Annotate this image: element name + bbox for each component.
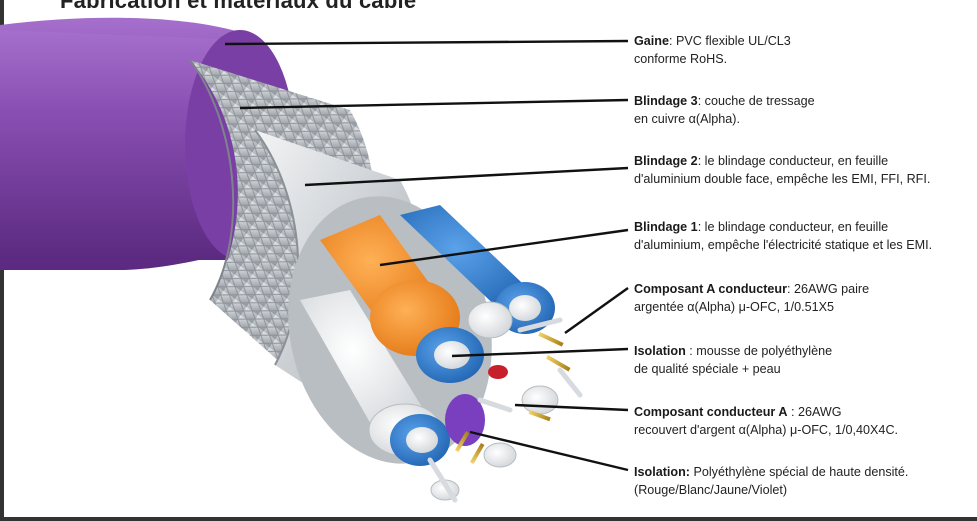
leader-gaine [225, 41, 628, 44]
label-composant-conducteur-a-text: : 26AWG [787, 405, 841, 419]
label-blindage-3-title: Blindage 3 [634, 94, 698, 108]
white-core-2 [522, 386, 558, 414]
label-composant-a-conducteur: Composant A conducteur: 26AWG paire arge… [634, 280, 969, 316]
label-blindage-2-text: : le blindage conducteur, en feuille [698, 154, 888, 168]
leader-composant-a [565, 288, 628, 333]
label-blindage-2: Blindage 2: le blindage conducteur, en f… [634, 152, 969, 188]
label-gaine-title: Gaine [634, 34, 669, 48]
red-wire [488, 365, 508, 379]
label-composant-a-text: : 26AWG paire [787, 282, 869, 296]
label-isolation-2-line2: (Rouge/Blanc/Jaune/Violet) [634, 481, 969, 499]
label-blindage-2-line2: d'aluminium double face, empêche les EMI… [634, 170, 969, 188]
label-blindage-3-line2: en cuivre α(Alpha). [634, 110, 969, 128]
label-gaine-line2: conforme RoHS. [634, 50, 969, 68]
label-blindage-3: Blindage 3: couche de tressage en cuivre… [634, 92, 969, 128]
label-composant-a-line2: argentée α(Alpha) μ-OFC, 1/0.51X5 [634, 298, 969, 316]
label-blindage-1-line2: d'aluminium, empêche l'électricité stati… [634, 236, 969, 254]
label-isolation-line2: de qualité spéciale + peau [634, 360, 969, 378]
label-isolation-title: Isolation [634, 344, 686, 358]
label-blindage-1-title: Blindage 1 [634, 220, 698, 234]
white-core-3 [484, 443, 516, 467]
label-isolation-2-title: Isolation: [634, 465, 690, 479]
label-blindage-3-text: : couche de tressage [698, 94, 815, 108]
label-composant-conducteur-a: Composant conducteur A : 26AWG recouvert… [634, 403, 969, 439]
label-blindage-2-title: Blindage 2 [634, 154, 698, 168]
label-gaine-text: : PVC flexible UL/CL3 [669, 34, 791, 48]
white-core-1 [468, 302, 512, 338]
label-isolation-2: Isolation: Polyéthylène spécial de haute… [634, 463, 969, 499]
label-composant-conducteur-a-line2: recouvert d'argent α(Alpha) μ-OFC, 1/0,4… [634, 421, 969, 439]
label-isolation: Isolation : mousse de polyéthylène de qu… [634, 342, 969, 378]
label-isolation-2-text: Polyéthylène spécial de haute densité. [690, 465, 908, 479]
label-gaine: Gaine: PVC flexible UL/CL3 conforme RoHS… [634, 32, 969, 68]
label-blindage-1-text: : le blindage conducteur, en feuille [698, 220, 888, 234]
label-isolation-text: : mousse de polyéthylène [686, 344, 832, 358]
label-composant-conducteur-a-title: Composant conducteur A [634, 405, 787, 419]
label-composant-a-title: Composant A conducteur [634, 282, 787, 296]
label-blindage-1: Blindage 1: le blindage conducteur, en f… [634, 218, 969, 254]
